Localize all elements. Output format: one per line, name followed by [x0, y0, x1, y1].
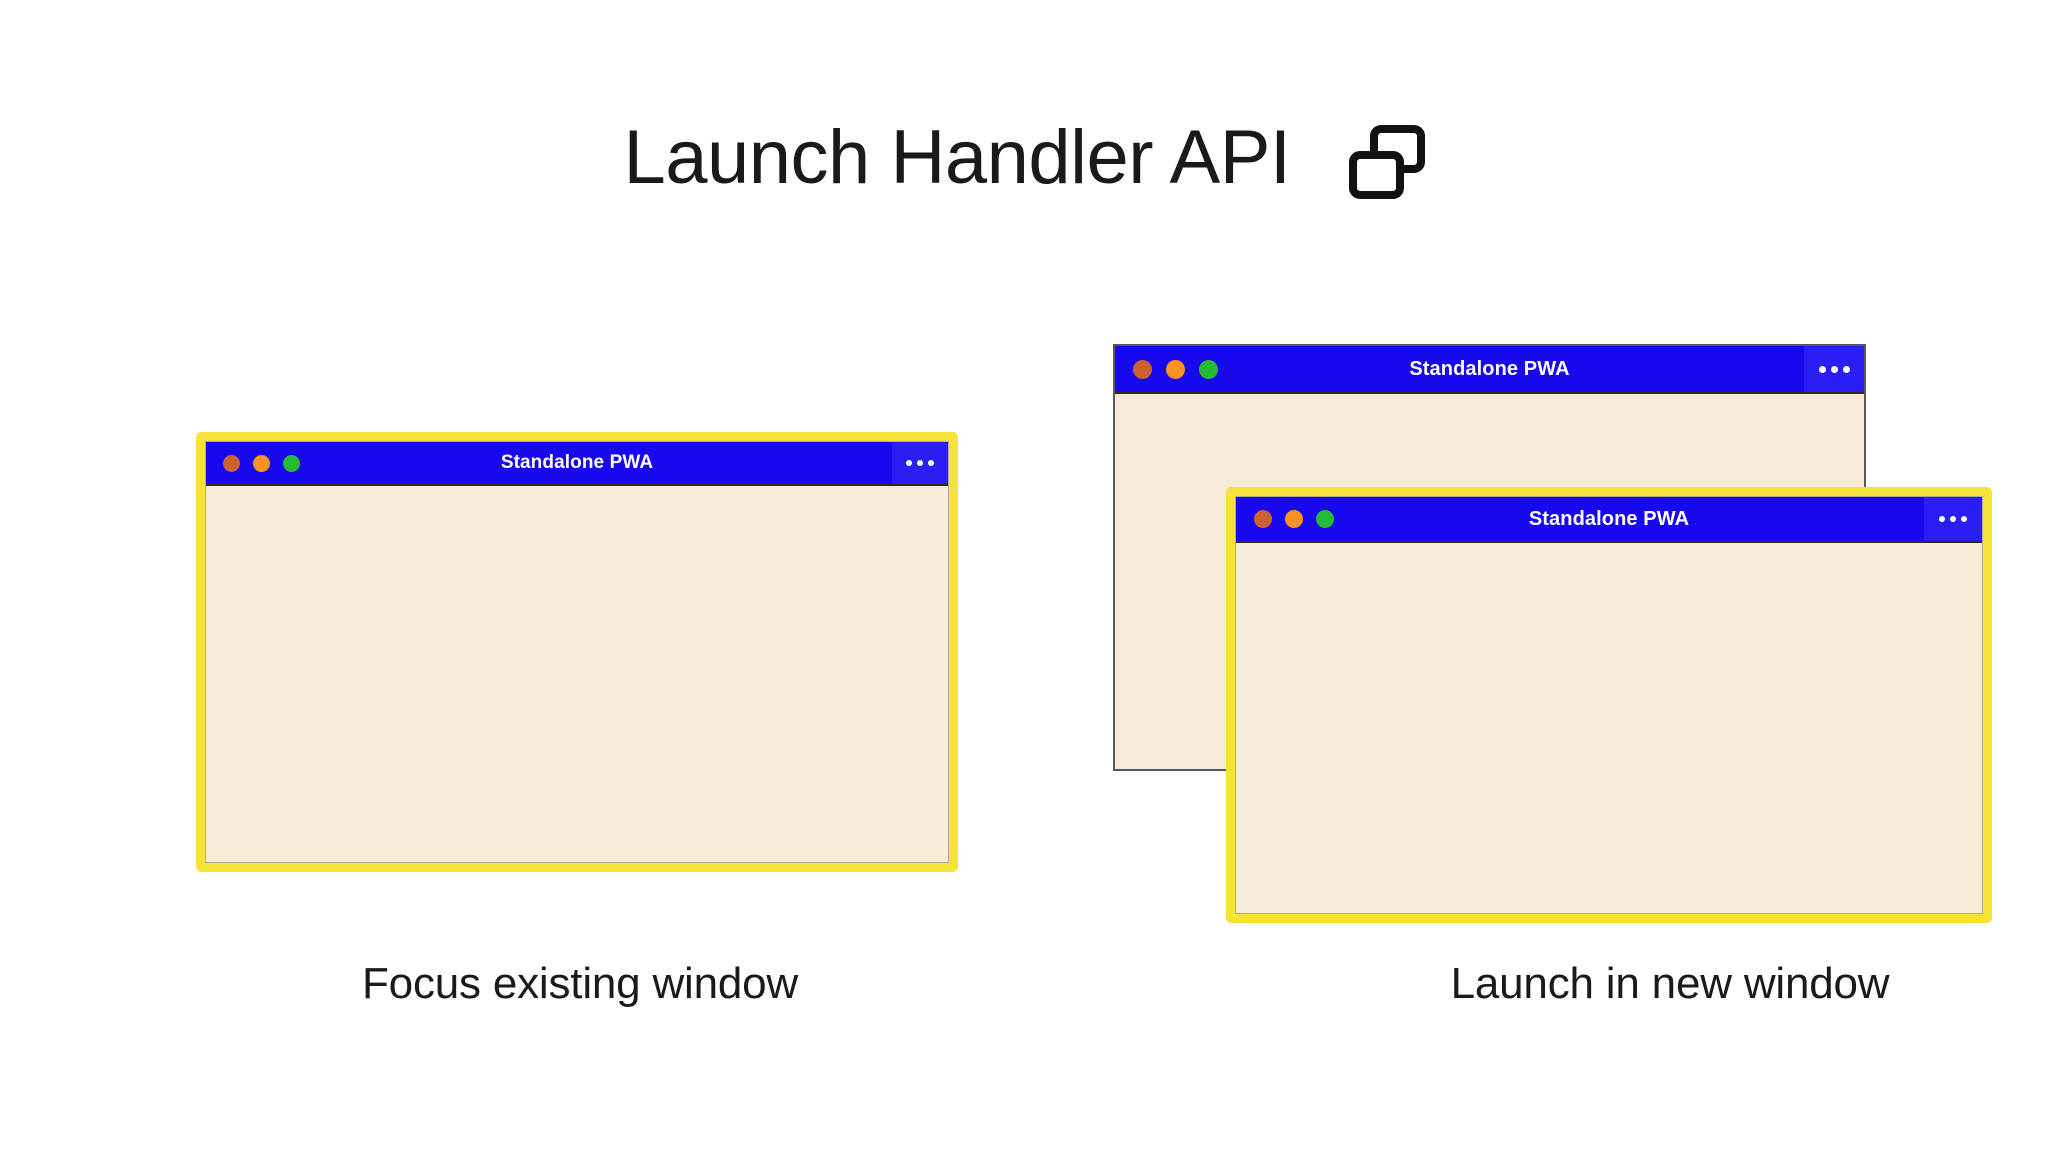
traffic-light-controls[interactable]: [1133, 359, 1218, 379]
window-title: Standalone PWA: [500, 452, 654, 473]
window-content-area: [1236, 543, 1982, 913]
traffic-light-controls[interactable]: [223, 454, 300, 472]
caption-focus-existing-window: Focus existing window: [362, 959, 798, 1008]
close-window-icon[interactable]: [1133, 359, 1152, 379]
pwa-window-newly-launched[interactable]: Standalone PWA: [1226, 487, 1992, 923]
menu-dot: [1842, 365, 1850, 373]
overflow-menu-icon[interactable]: [1924, 497, 1982, 541]
menu-dot: [1950, 516, 1956, 522]
window-titlebar[interactable]: Standalone PWA: [1236, 497, 1982, 543]
caption-launch-in-new-window: Launch in new window: [1450, 959, 1890, 1008]
overflow-menu-icon[interactable]: [1804, 346, 1864, 392]
menu-dot: [1939, 516, 1945, 522]
window-titlebar[interactable]: Standalone PWA: [206, 442, 948, 486]
minimize-window-icon[interactable]: [253, 454, 270, 472]
window-frame: Standalone PWA: [1235, 496, 1983, 914]
page-title: Launch Handler API: [623, 115, 1291, 200]
traffic-light-controls[interactable]: [1254, 510, 1334, 528]
overflow-menu-icon[interactable]: [892, 442, 948, 484]
menu-dot: [1818, 365, 1826, 373]
page-header: Launch Handler API: [0, 115, 2048, 200]
close-window-icon[interactable]: [1254, 510, 1272, 528]
window-title: Standalone PWA: [1528, 507, 1690, 530]
menu-dot: [1961, 516, 1967, 522]
menu-dot: [906, 460, 912, 466]
window-titlebar[interactable]: Standalone PWA: [1115, 346, 1864, 394]
minimize-window-icon[interactable]: [1285, 510, 1303, 528]
menu-dot: [917, 460, 923, 466]
menu-dot: [928, 460, 934, 466]
pwa-window-focused-existing[interactable]: Standalone PWA: [196, 432, 958, 872]
window-content-area: [206, 486, 948, 862]
maximize-window-icon[interactable]: [283, 454, 300, 472]
maximize-window-icon[interactable]: [1316, 510, 1334, 528]
window-title: Standalone PWA: [1409, 357, 1570, 380]
multi-window-icon: [1348, 125, 1425, 199]
maximize-window-icon[interactable]: [1199, 359, 1218, 379]
minimize-window-icon[interactable]: [1166, 359, 1185, 379]
menu-dot: [1830, 365, 1838, 373]
window-frame: Standalone PWA: [205, 441, 949, 863]
close-window-icon[interactable]: [223, 454, 240, 472]
